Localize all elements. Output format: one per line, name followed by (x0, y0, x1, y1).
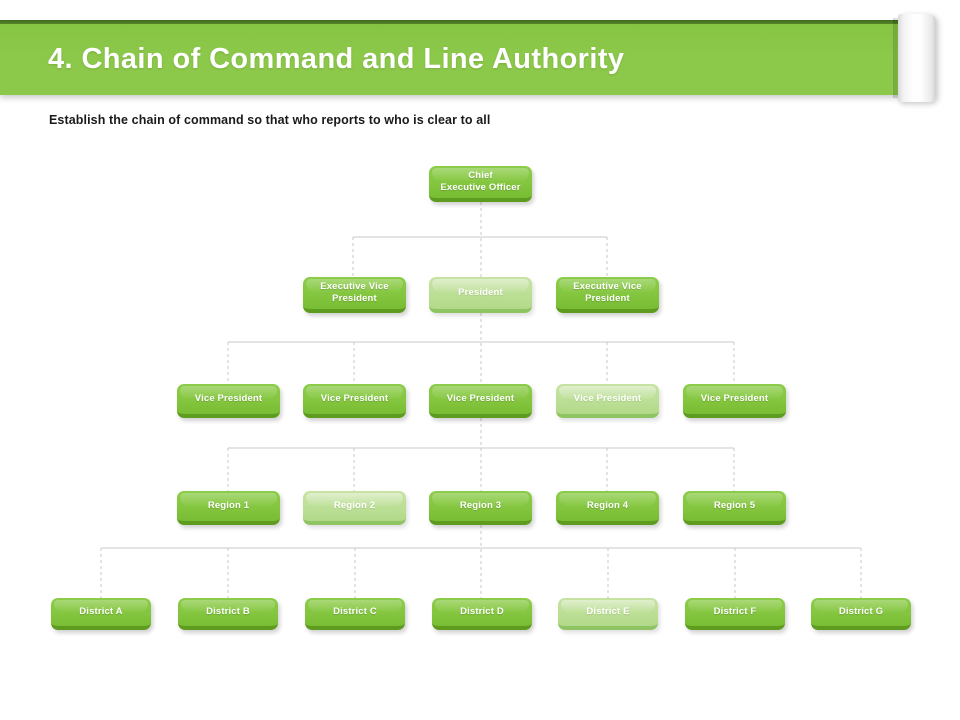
org-node-region-3[interactable]: Region 3 (429, 491, 532, 525)
org-node-vice-president[interactable]: Vice President (177, 384, 280, 418)
org-node-label: District D (460, 606, 504, 618)
org-node-label: District F (713, 606, 757, 618)
org-node-label: Vice President (446, 393, 515, 405)
org-node-label: Region 1 (207, 500, 250, 512)
org-node-label: Vice President (320, 393, 389, 405)
org-node-label: District C (333, 606, 377, 618)
org-node-district-g[interactable]: District G (811, 598, 911, 630)
org-node-label: District E (586, 606, 630, 618)
org-node-label: President (458, 287, 503, 299)
org-node-label: Region 5 (713, 500, 756, 512)
org-node-vice-president[interactable]: Vice President (556, 384, 659, 418)
page-title: 4. Chain of Command and Line Authority (48, 42, 625, 75)
org-node-region-5[interactable]: Region 5 (683, 491, 786, 525)
slide-subtitle: Establish the chain of command so that w… (49, 113, 491, 127)
org-node-label: District A (79, 606, 123, 618)
org-node-label: Region 4 (586, 500, 629, 512)
org-node-district-d[interactable]: District D (432, 598, 532, 630)
org-node-president[interactable]: President (429, 277, 532, 313)
org-node-region-4[interactable]: Region 4 (556, 491, 659, 525)
banner-paper-curl-icon (898, 14, 936, 102)
title-banner: 4. Chain of Command and Line Authority (0, 20, 904, 95)
org-node-label: Vice President (573, 393, 642, 405)
org-node-district-a[interactable]: District A (51, 598, 151, 630)
org-node-label: Region 3 (459, 500, 502, 512)
org-node-vice-president[interactable]: Vice President (429, 384, 532, 418)
banner-curl-shadow (893, 18, 902, 98)
org-node-label: Vice President (700, 393, 769, 405)
banner-top-strip (0, 20, 904, 25)
org-node-region-1[interactable]: Region 1 (177, 491, 280, 525)
org-node-vice-president[interactable]: Vice President (683, 384, 786, 418)
org-node-vice-president[interactable]: Vice President (303, 384, 406, 418)
org-node-label: Vice President (194, 393, 263, 405)
org-node-district-c[interactable]: District C (305, 598, 405, 630)
org-node-label: District G (838, 606, 884, 618)
org-node-label: Region 2 (333, 500, 376, 512)
org-node-district-b[interactable]: District B (178, 598, 278, 630)
org-node-district-f[interactable]: District F (685, 598, 785, 630)
banner-body: 4. Chain of Command and Line Authority (0, 24, 904, 95)
org-node-region-2[interactable]: Region 2 (303, 491, 406, 525)
org-node-district-e[interactable]: District E (558, 598, 658, 630)
org-node-label: District B (206, 606, 250, 618)
